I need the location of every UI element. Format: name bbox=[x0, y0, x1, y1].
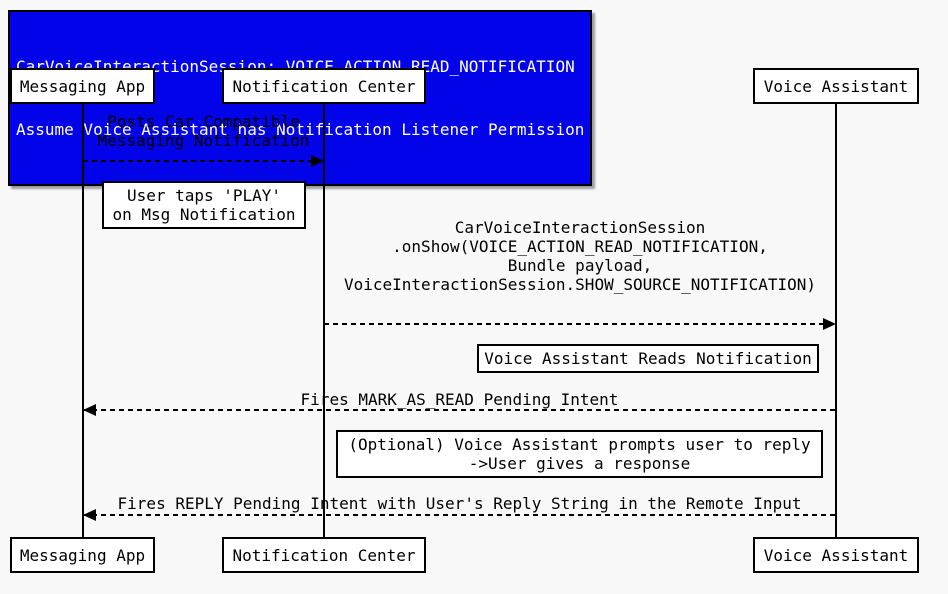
message-arrow-reply-intent bbox=[83, 509, 836, 521]
note-optional-reply-prompt: (Optional) Voice Assistant prompts user … bbox=[336, 430, 823, 478]
lifeline-messaging-app bbox=[82, 104, 84, 537]
actor-notification-center-bottom: Notification Center bbox=[222, 537, 426, 573]
actor-voice-assistant-top: Voice Assistant bbox=[753, 68, 919, 104]
message-label-mark-as-read: Fires MARK_AS_READ Pending Intent bbox=[300, 390, 619, 409]
note-user-taps-play: User taps 'PLAY' on Msg Notification bbox=[102, 181, 306, 229]
arrowhead-right-icon bbox=[311, 155, 324, 167]
message-label-posts-notification: Posts Car Compatible Messaging Notificat… bbox=[97, 112, 310, 150]
actor-voice-assistant-bottom: Voice Assistant bbox=[753, 537, 919, 573]
arrowhead-left-icon bbox=[83, 404, 96, 416]
title-line-2: Assume Voice Assistant has Notification … bbox=[16, 120, 585, 139]
actor-messaging-app-bottom: Messaging App bbox=[10, 537, 155, 573]
lifeline-notification-center bbox=[323, 104, 325, 537]
message-arrow-onshow bbox=[324, 318, 836, 330]
message-arrow-posts-notification bbox=[83, 155, 324, 167]
message-arrow-mark-as-read bbox=[83, 404, 836, 416]
message-label-reply-intent: Fires REPLY Pending Intent with User's R… bbox=[117, 494, 802, 513]
actor-notification-center-top: Notification Center bbox=[222, 68, 426, 104]
arrowhead-right-icon bbox=[823, 318, 836, 330]
message-label-onshow: CarVoiceInteractionSession .onShow(VOICE… bbox=[343, 218, 816, 294]
lifeline-voice-assistant bbox=[835, 104, 837, 537]
actor-messaging-app-top: Messaging App bbox=[10, 68, 155, 104]
note-va-reads-notification: Voice Assistant Reads Notification bbox=[477, 344, 819, 373]
arrowhead-left-icon bbox=[83, 509, 96, 521]
